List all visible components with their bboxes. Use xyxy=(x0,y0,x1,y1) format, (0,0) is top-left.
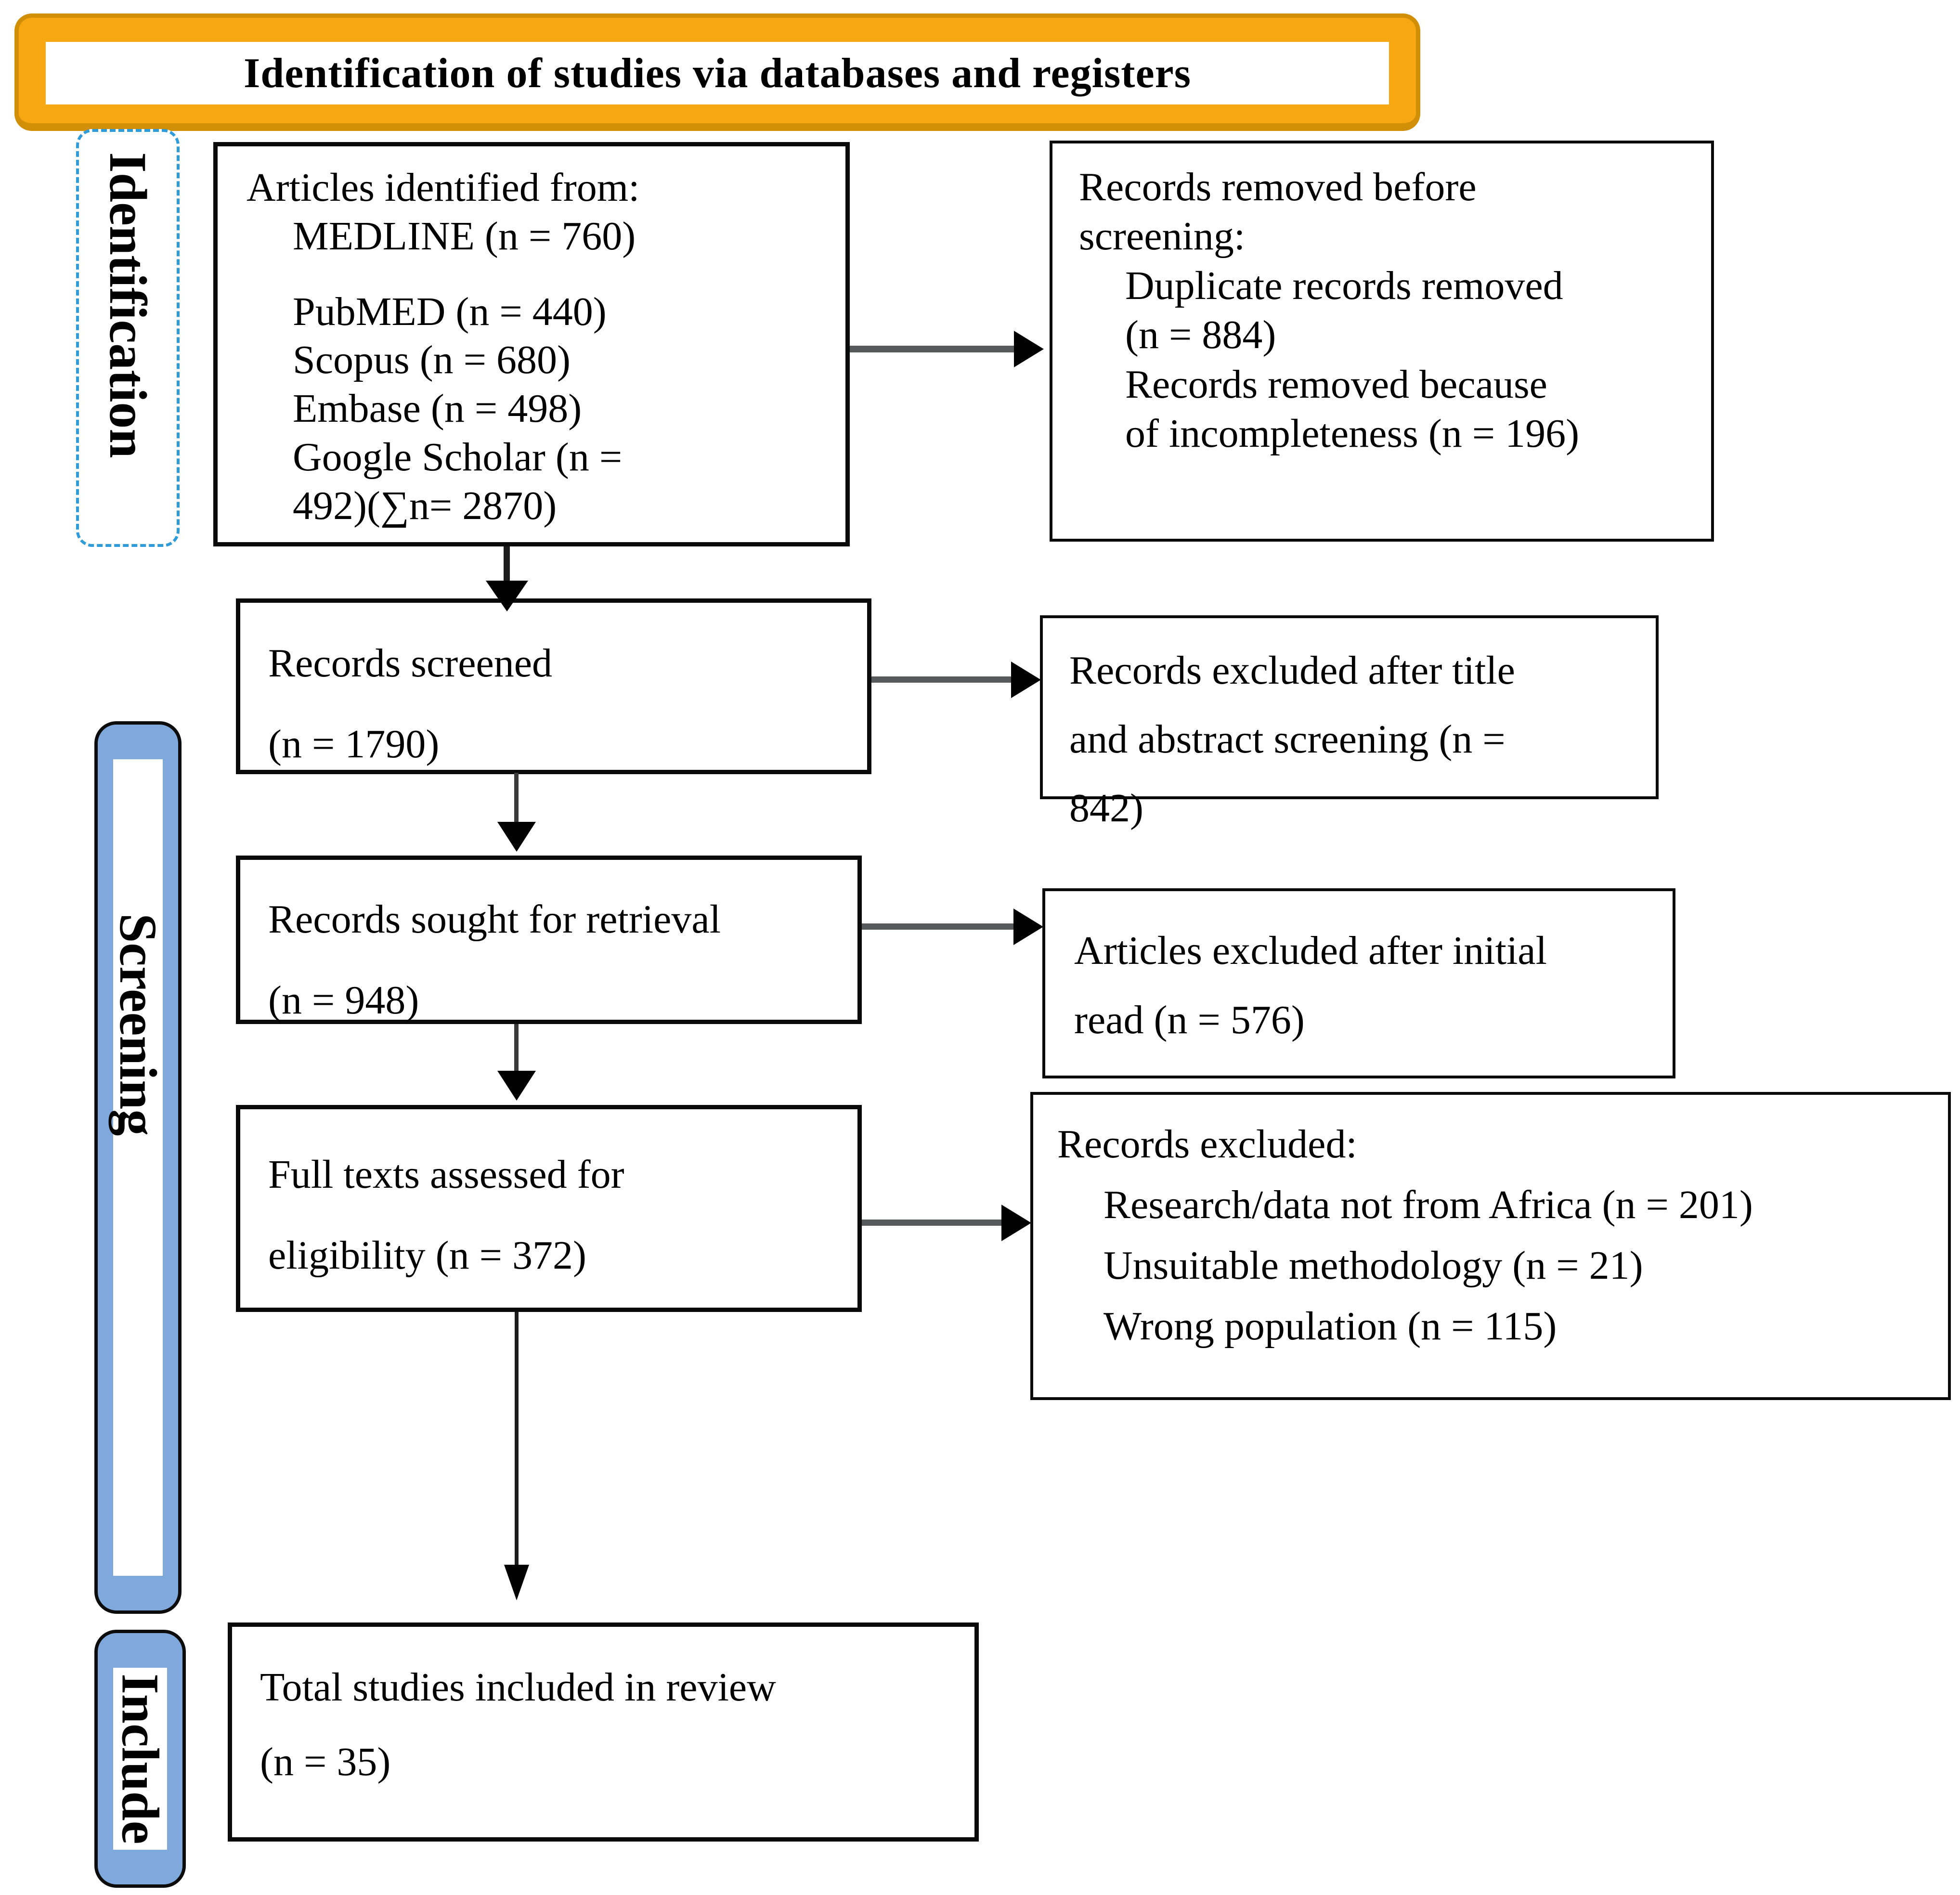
arrowhead-icon xyxy=(497,1071,536,1101)
arrow-shaft xyxy=(871,676,1016,683)
box-line: Articles identified from: xyxy=(247,164,831,212)
box-line: Records removed because xyxy=(1125,360,1699,409)
diagram-title: Identification of studies via databases … xyxy=(244,49,1191,98)
box-line: screening: xyxy=(1079,212,1699,261)
box-line: (n = 884) xyxy=(1125,311,1699,360)
box-excluded-title-abstract: Records excluded after title and abstrac… xyxy=(1040,615,1659,799)
stage-label-identification: Identification xyxy=(76,129,180,547)
box-line: and abstract screening (n = xyxy=(1069,705,1644,774)
arrowhead-icon xyxy=(1013,909,1043,945)
box-line: of incompleteness (n = 196) xyxy=(1125,409,1699,458)
box-articles-excluded-initial: Articles excluded after initial read (n … xyxy=(1042,888,1675,1078)
arrow-shaft xyxy=(514,773,519,826)
box-line: Articles excluded after initial xyxy=(1074,916,1661,986)
box-line: Google Scholar (n = xyxy=(293,433,831,482)
box-total-included: Total studies included in review (n = 35… xyxy=(228,1622,979,1842)
box-line: Research/data not from Africa (n = 201) xyxy=(1103,1175,1936,1235)
box-line: Full texts assessed for xyxy=(268,1134,843,1215)
arrowhead-icon xyxy=(1001,1205,1031,1241)
box-line: read (n = 576) xyxy=(1074,986,1661,1055)
arrowhead-icon xyxy=(1014,331,1044,367)
box-records-excluded: Records excluded: Research/data not from… xyxy=(1030,1092,1951,1400)
stage-label-include: Include xyxy=(94,1630,186,1888)
box-line: (n = 35) xyxy=(260,1725,960,1799)
box-line: MEDLINE (n = 760) xyxy=(293,212,831,261)
box-fulltext-assessed: Full texts assessed for eligibility (n =… xyxy=(236,1105,862,1312)
stage-label-screening-inner: Screening xyxy=(113,759,163,1576)
box-line: Records removed before xyxy=(1079,163,1699,212)
box-line: Wrong population (n = 115) xyxy=(1103,1296,1936,1357)
stage-label-screening-text: Screening xyxy=(107,913,169,1136)
box-line: Records screened xyxy=(268,623,853,704)
box-line: Duplicate records removed xyxy=(1125,261,1699,311)
box-articles-identified: Articles identified from: MEDLINE (n = 7… xyxy=(213,142,850,546)
stage-label-include-text: Include xyxy=(110,1674,171,1844)
box-line: Records sought for retrieval xyxy=(268,879,843,960)
box-line: (n = 948) xyxy=(268,960,843,1041)
box-line: Total studies included in review xyxy=(260,1650,960,1725)
arrow-shaft xyxy=(862,1220,1005,1226)
arrowhead-icon xyxy=(504,1565,529,1600)
arrow-shaft xyxy=(514,1024,519,1073)
stage-label-include-inner: Include xyxy=(113,1668,167,1850)
arrow-shaft xyxy=(515,1312,519,1566)
stage-label-screening: Screening xyxy=(94,721,182,1614)
title-banner-inner: Identification of studies via databases … xyxy=(46,42,1389,104)
box-line: Unsuitable methodology (n = 21) xyxy=(1103,1235,1936,1296)
title-banner: Identification of studies via databases … xyxy=(14,13,1420,131)
box-line: Records excluded after title xyxy=(1069,636,1644,705)
arrowhead-icon xyxy=(497,822,536,852)
box-line: Records excluded: xyxy=(1057,1114,1936,1175)
box-records-removed: Records removed before screening: Duplic… xyxy=(1050,141,1714,542)
box-records-screened: Records screened (n = 1790) xyxy=(236,598,871,774)
arrowhead-icon xyxy=(486,581,528,611)
box-line: Scopus (n = 680) xyxy=(293,336,831,385)
arrow-shaft xyxy=(862,923,1018,930)
arrowhead-icon xyxy=(1011,662,1041,698)
box-line: 842) xyxy=(1069,774,1644,843)
box-line: Embase (n = 498) xyxy=(293,385,831,433)
arrow-shaft xyxy=(850,346,1017,352)
box-line: eligibility (n = 372) xyxy=(268,1215,843,1296)
box-line: (n = 1790) xyxy=(268,704,853,785)
box-line: 492)(∑n= 2870) xyxy=(293,482,831,531)
stage-label-identification-text: Identification xyxy=(97,152,158,458)
box-records-sought: Records sought for retrieval (n = 948) xyxy=(236,856,862,1024)
box-line: PubMED (n = 440) xyxy=(293,288,831,337)
